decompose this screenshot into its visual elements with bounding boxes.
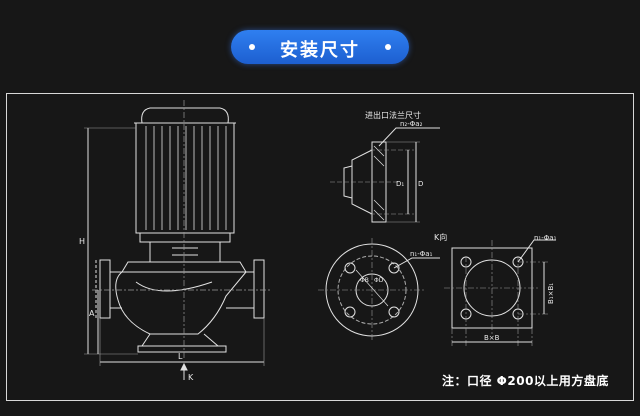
diagram-frame xyxy=(6,93,634,401)
square-base-view xyxy=(444,239,556,346)
label-n1-square: n₁-Φa₁ xyxy=(534,234,557,242)
label-d: D xyxy=(418,180,423,188)
label-k: K xyxy=(188,373,194,382)
label-k-view: K向 xyxy=(434,232,447,242)
pill-dot-right xyxy=(385,44,391,50)
label-d1: D₁ xyxy=(396,180,404,188)
footnote: 注：口径 Φ200以上用方盘底 xyxy=(442,374,609,388)
flange-section-view xyxy=(330,127,440,223)
label-n2: n₂-Φa₂ xyxy=(400,120,423,128)
label-l: L xyxy=(178,352,183,361)
label-bxb: B×B xyxy=(484,334,500,342)
title-pill: 安装尺寸 xyxy=(231,30,409,64)
label-n1-round: n₁-Φa₁ xyxy=(410,250,433,258)
label-a: A xyxy=(89,309,95,318)
pill-dot-left xyxy=(249,44,255,50)
page-title: 安装尺寸 xyxy=(280,40,360,61)
flange-title: 进出口法兰尺寸 xyxy=(365,110,421,120)
label-phi-b: ΦB xyxy=(360,277,369,284)
pump-side-view xyxy=(84,100,272,380)
drawing-labels: 进出口法兰尺寸 n₂-Φa₂ D₁ D K向 n₁-Φa₁ ΦB ΦD n₁-Φ… xyxy=(79,110,557,382)
label-b1xb1: B₁×B₁ xyxy=(547,283,555,304)
label-phi-d: ΦD xyxy=(374,277,384,284)
label-h: H xyxy=(79,237,85,246)
round-base-view xyxy=(318,238,440,342)
